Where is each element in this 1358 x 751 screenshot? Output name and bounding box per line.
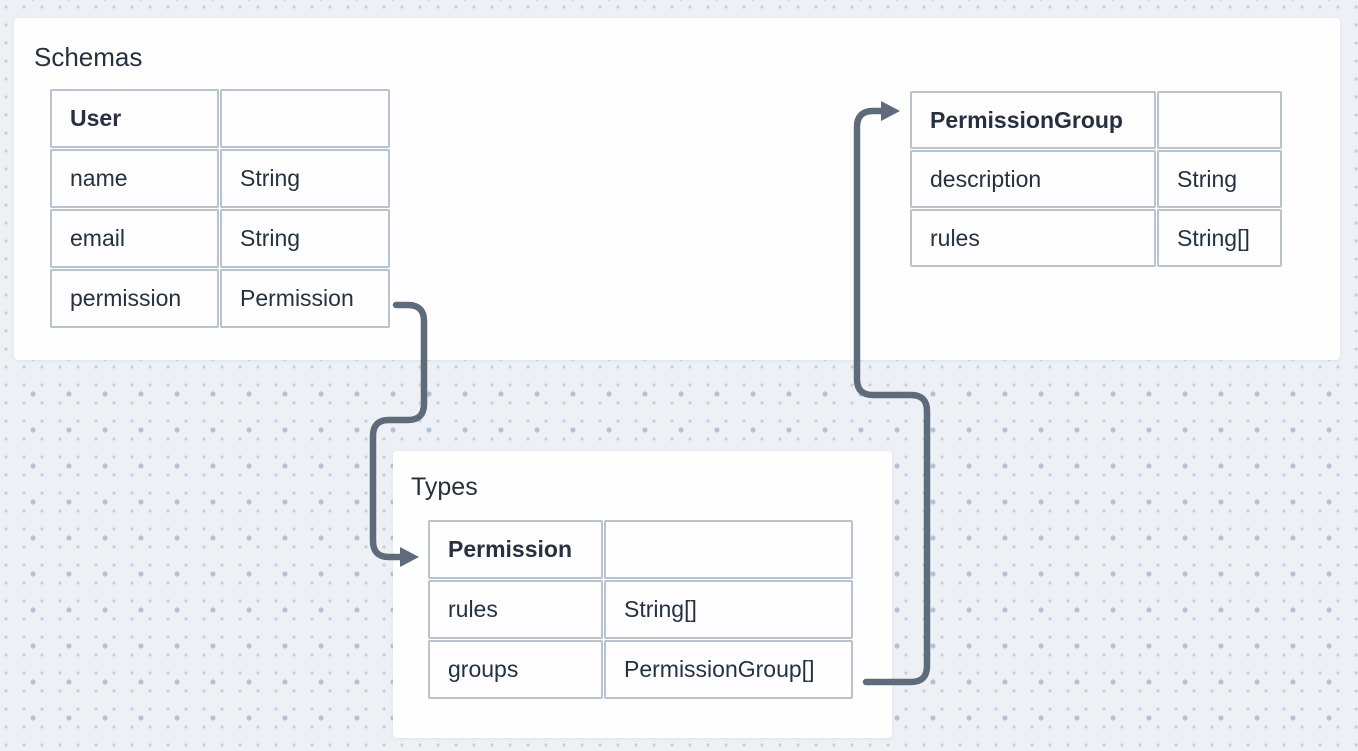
schemas-panel-title: Schemas [34, 42, 143, 72]
permission-group-table: PermissionGroup description String rules… [910, 91, 1282, 267]
permission-group-field-rules-type-cell: String[] [1157, 209, 1282, 267]
permission-field-rules-type-cell: String[] [604, 580, 853, 639]
user-field-permission-cell: permission [50, 269, 219, 328]
permission-group-field-description-type-cell: String [1157, 150, 1282, 208]
types-panel-title: Types [411, 473, 478, 501]
user-field-email-cell: email [50, 209, 219, 268]
user-table-title-cell: User [50, 89, 219, 148]
permission-group-field-description-cell: description [910, 150, 1156, 208]
permission-field-rules-cell: rules [428, 580, 603, 639]
permission-table: Permission rules String[] groups Permiss… [428, 520, 853, 699]
user-table: User name String email String permission… [50, 89, 390, 328]
permission-table-title-cell: Permission [428, 520, 603, 579]
permission-table-title-empty-cell [604, 520, 853, 579]
user-field-name-cell: name [50, 149, 219, 208]
user-field-email-type-cell: String [220, 209, 390, 268]
user-field-name-type-cell: String [220, 149, 390, 208]
permission-field-groups-type-cell: PermissionGroup[] [604, 640, 853, 699]
permission-group-field-rules-cell: rules [910, 209, 1156, 267]
permission-group-table-title-cell: PermissionGroup [910, 91, 1156, 149]
permission-group-table-title-empty-cell [1157, 91, 1282, 149]
user-field-permission-type-cell: Permission [220, 269, 390, 328]
permission-field-groups-cell: groups [428, 640, 603, 699]
user-table-title-empty-cell [220, 89, 390, 148]
